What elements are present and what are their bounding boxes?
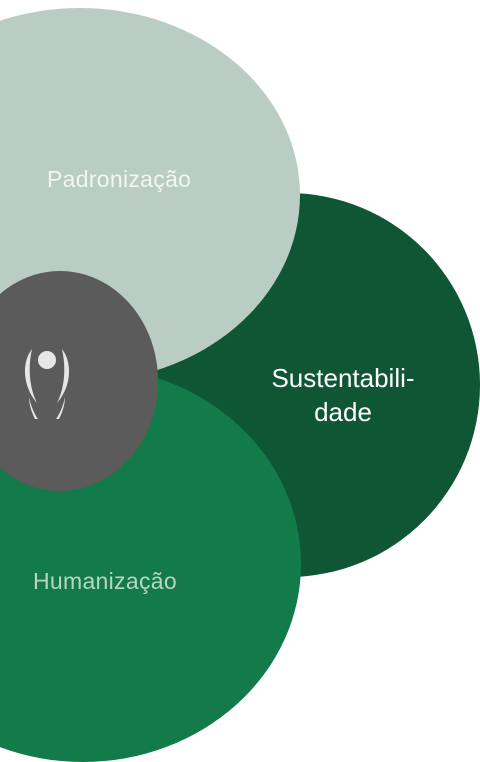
padronizacao-label: Padronização: [47, 166, 192, 192]
sustentabilidade-label-line2: dade: [314, 397, 372, 427]
sustentabilidade-label: Sustentabili- dade: [232, 361, 454, 429]
person-logo-icon: [24, 349, 70, 419]
humanizacao-label: Humanização: [33, 568, 177, 594]
sustentabilidade-label-line1: Sustentabili-: [271, 363, 415, 393]
